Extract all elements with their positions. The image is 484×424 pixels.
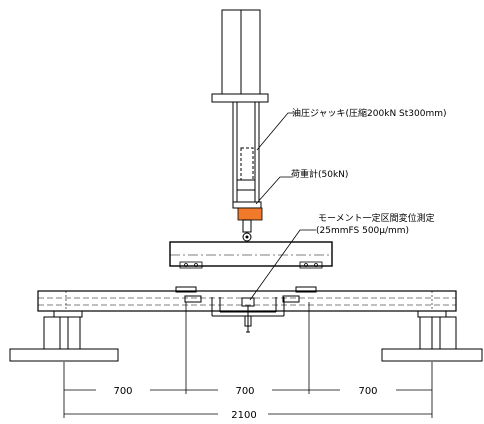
dimension-span-2: 700 — [235, 386, 254, 397]
dimension-lines — [63, 302, 433, 418]
jack-label: 油圧ジャッキ(圧縮200kN St300mm) — [292, 107, 447, 119]
beam-bolts-right — [299, 261, 323, 269]
measurement-label: モーメント一定区間変位測定 — [318, 212, 435, 224]
load-cell-label: 荷重計(50kN) — [291, 168, 348, 180]
specimen-beam — [37, 286, 457, 312]
leader-lines — [249, 112, 316, 301]
dimension-span-3: 700 — [358, 386, 377, 397]
load-cell-body — [237, 207, 263, 221]
load-cell — [232, 201, 263, 242]
measurement-spec-label: (25mmFS 500μ/mm) — [316, 226, 409, 236]
dimension-span-1: 700 — [113, 386, 132, 397]
loading-beam — [169, 241, 333, 269]
support-left — [9, 310, 119, 362]
displacement-frame — [184, 295, 300, 333]
support-right — [381, 310, 483, 362]
beam-bolts-left — [179, 261, 203, 269]
dimension-total: 2100 — [231, 410, 256, 421]
hydraulic-jack — [211, 9, 269, 203]
